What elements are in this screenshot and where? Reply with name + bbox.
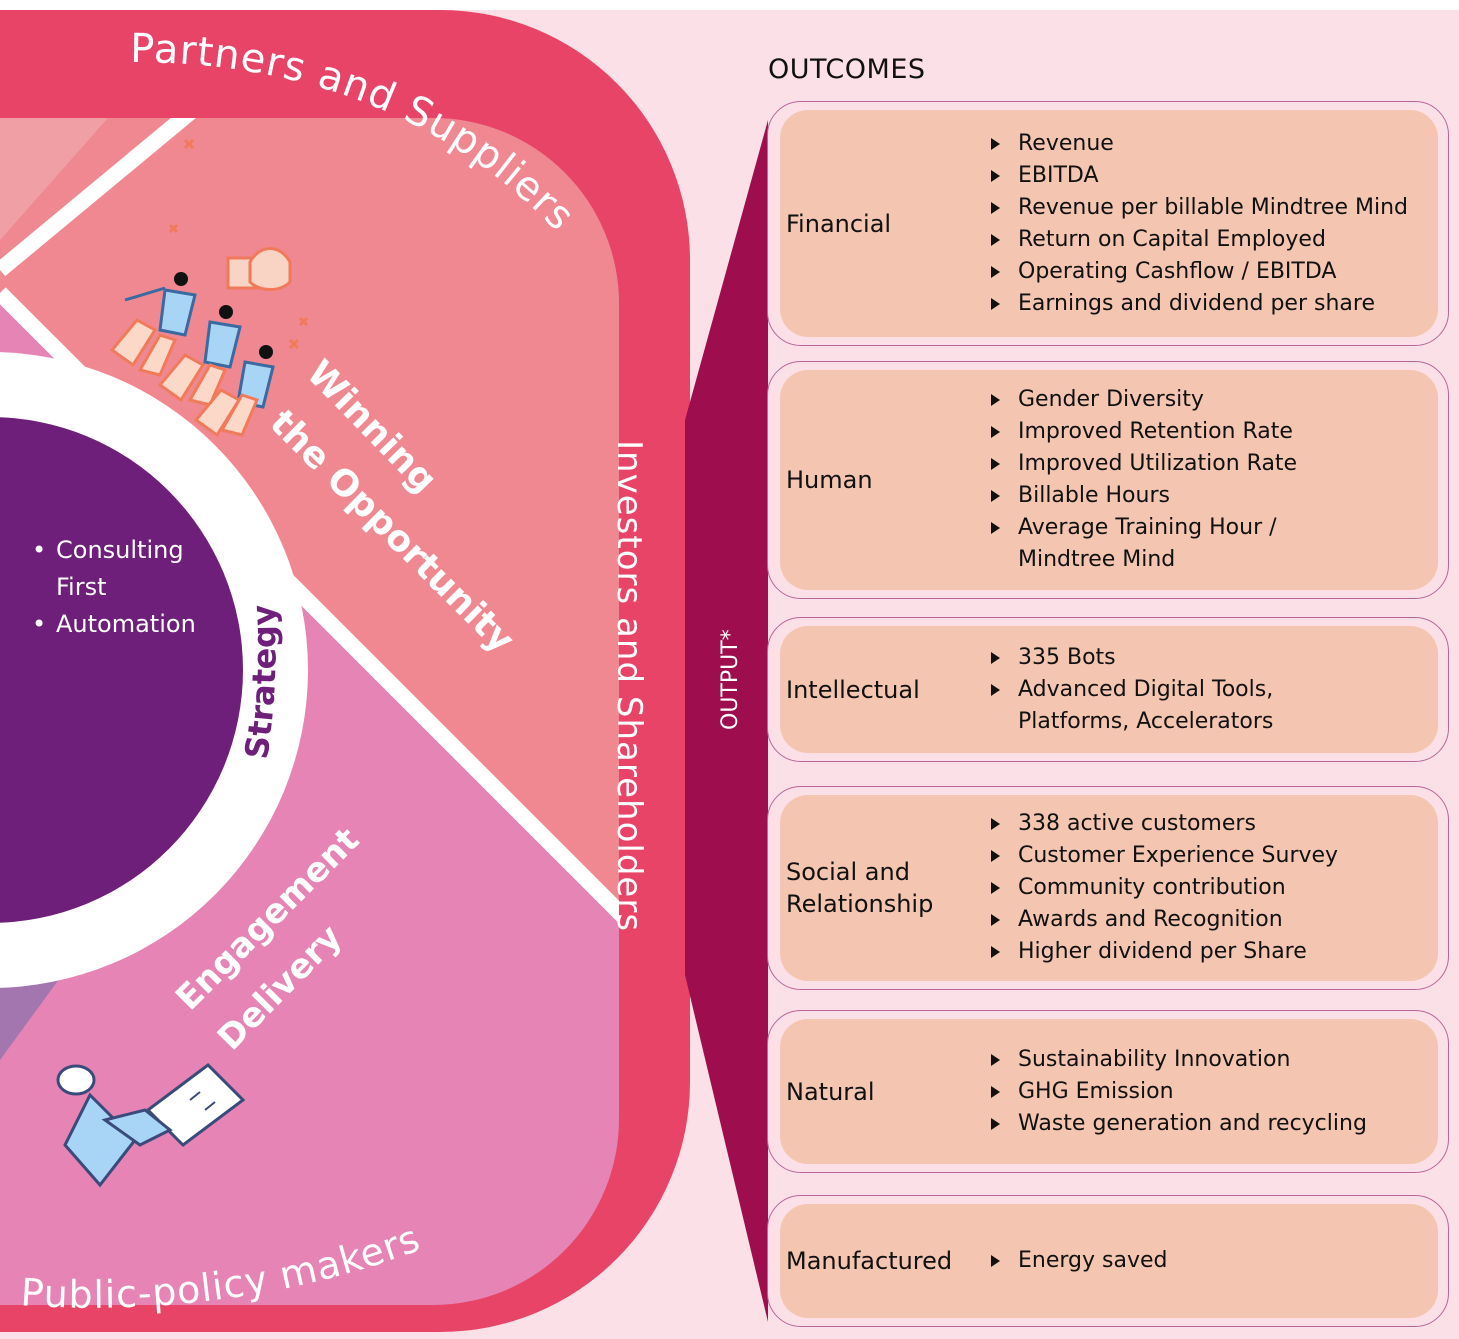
team-trophy-icon: [109, 138, 309, 438]
outcome-card-social: Social and Relationship 338 active custo…: [767, 786, 1449, 990]
investors-shareholders-label: Investors and Shareholders: [609, 440, 649, 932]
outcome-item: Community contribution: [990, 872, 1338, 904]
outcome-item: Earnings and dividend per share: [990, 288, 1408, 320]
outcome-item: Energy saved: [990, 1245, 1167, 1277]
outcome-item: Average Training Hour / Mindtree Mind: [990, 512, 1297, 576]
card-item-list: Energy saved: [990, 1245, 1167, 1277]
output-label: OUTPUT*: [718, 629, 743, 730]
card-item-list: Revenue EBITDA Revenue per billable Mind…: [990, 128, 1408, 320]
top-margin: [0, 0, 1459, 10]
outcome-item: Advanced Digital Tools, Platforms, Accel…: [990, 674, 1273, 738]
outcome-item: 338 active customers: [990, 808, 1338, 840]
card-item-list: 335 Bots Advanced Digital Tools, Platfor…: [990, 642, 1273, 738]
outcome-card-manufactured: Manufactured Energy saved: [767, 1195, 1449, 1327]
outcome-item: 335 Bots: [990, 642, 1273, 674]
strategy-focus-list: Consulting First Automation: [32, 532, 196, 643]
hand-delivery-icon: [56, 1063, 246, 1188]
outcome-item: Revenue: [990, 128, 1408, 160]
outcome-item: Gender Diversity: [990, 384, 1297, 416]
card-category: Financial: [786, 209, 892, 238]
card-background: [780, 795, 1438, 981]
card-background: [780, 626, 1438, 753]
outcome-item: Customer Experience Survey: [990, 840, 1338, 872]
card-background: [780, 370, 1438, 590]
outcome-card-financial: Financial Revenue EBITDA Revenue per bil…: [767, 101, 1449, 346]
outcome-item: Return on Capital Employed: [990, 224, 1408, 256]
strategy-item: Consulting First: [32, 532, 196, 606]
outcome-item: Higher dividend per Share: [990, 936, 1338, 968]
strategy-item: Automation: [32, 606, 196, 643]
outcome-item: Revenue per billable Mindtree Mind: [990, 192, 1408, 224]
outcome-item: Sustainability Innovation: [990, 1044, 1367, 1076]
outcome-item: Billable Hours: [990, 480, 1297, 512]
card-background: [780, 1204, 1438, 1318]
upper-left-segment: [0, 118, 212, 240]
outcome-item: Awards and Recognition: [990, 904, 1338, 936]
outcome-item: GHG Emission: [990, 1076, 1367, 1108]
segment-divider-upper: [0, 118, 211, 277]
card-category: Human: [786, 466, 873, 494]
outcome-item: Operating Cashflow / EBITDA: [990, 256, 1408, 288]
outcome-item: Improved Utilization Rate: [990, 448, 1297, 480]
card-item-list: Gender Diversity Improved Retention Rate…: [990, 384, 1297, 576]
card-category: Manufactured: [786, 1247, 953, 1275]
card-category: Natural: [786, 1077, 875, 1106]
outcome-item: EBITDA: [990, 160, 1408, 192]
outcomes-title: OUTCOMES: [768, 54, 926, 85]
winning-segment: [0, 118, 619, 990]
card-item-list: Sustainability Innovation GHG Emission W…: [990, 1044, 1367, 1140]
card-background: [780, 1019, 1438, 1164]
outcome-card-human: Human Gender Diversity Improved Retentio…: [767, 361, 1449, 599]
outcome-card-intellectual: Intellectual 335 Bots Advanced Digital T…: [767, 617, 1449, 762]
card-category: Social and Relationship: [786, 858, 934, 918]
output-band: [685, 120, 768, 1322]
outcome-card-natural: Natural Sustainability Innovation GHG Em…: [767, 1010, 1449, 1173]
card-item-list: 338 active customers Customer Experience…: [990, 808, 1338, 968]
outcome-item: Waste generation and recycling: [990, 1108, 1367, 1140]
card-background: [780, 110, 1438, 337]
outcome-item: Improved Retention Rate: [990, 416, 1297, 448]
card-category: Intellectual: [786, 675, 920, 704]
